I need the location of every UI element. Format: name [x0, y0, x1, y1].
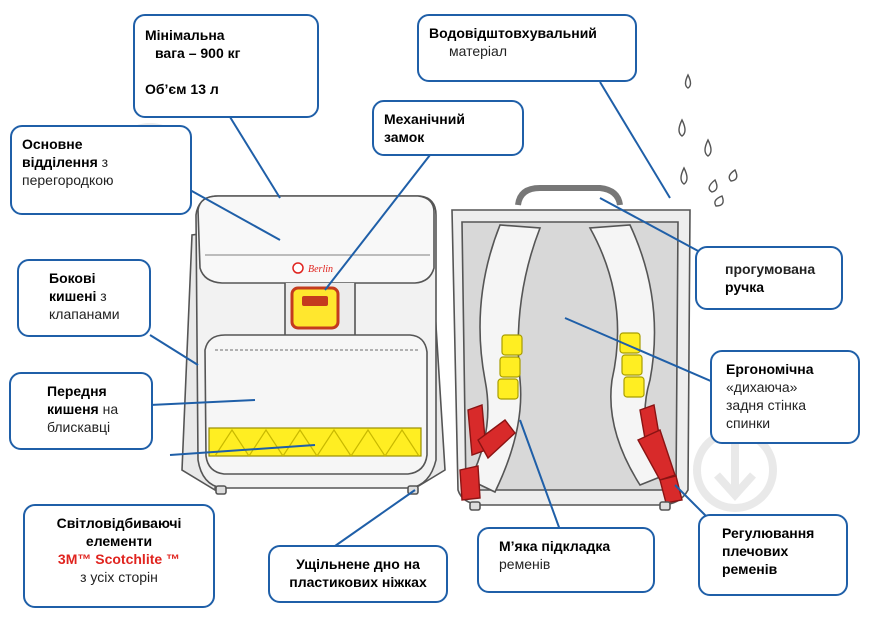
ergo-line3: задня стінка: [726, 397, 807, 413]
side-line1: Бокові: [49, 270, 96, 286]
callout-ergonomic: Ергономічна «дихаюча» задня стінка спинк…: [710, 350, 860, 444]
reflective-line4: з усіх сторін: [80, 569, 158, 585]
callout-strap-adjust: Регулювання плечових ременів: [698, 514, 848, 596]
main-comp-line3: перегородкою: [22, 172, 114, 188]
weight-line2: вага – 900 кг: [155, 45, 241, 61]
handle-line1: прогумована: [725, 261, 816, 277]
mechanical-lock-buckle: [290, 286, 340, 330]
front-line2: кишеня: [47, 401, 99, 417]
back-backpack: [451, 185, 691, 511]
main-comp-tail: з: [97, 154, 109, 170]
callout-mechanical-lock: Механічний замок: [372, 100, 524, 156]
bottom-line1: Ущільнене дно на: [296, 556, 420, 572]
callout-soft-padding: М’яка підкладка ременів: [477, 527, 655, 593]
side-line2: кишені: [49, 288, 97, 304]
callout-handle: прогумована ручка: [695, 246, 843, 310]
callout-main-compartment: Основне відділення з перегородкою: [10, 125, 192, 215]
front-backpack: Berlin: [181, 195, 446, 495]
main-comp-line1: Основне: [22, 136, 83, 152]
bottom-line2: пластикових ніжках: [289, 574, 427, 590]
callout-reflective: Світловідбиваючі елементи 3M™ Scotchlite…: [23, 504, 215, 608]
waterproof-sub: матеріал: [449, 43, 507, 59]
padding-line2: ременів: [499, 556, 551, 572]
front-tail: на: [98, 401, 119, 417]
callout-waterproof: Водовідштовхувальний матеріал: [417, 14, 637, 82]
callout-weight-volume: Мінімальна вага – 900 кг Об’єм 13 л: [133, 14, 319, 118]
callout-bottom: Ущільнене дно на пластикових ніжках: [268, 545, 448, 603]
handle-line2: ручка: [725, 279, 765, 295]
reflective-line2: елементи: [85, 533, 153, 549]
waterproof-title: Водовідштовхувальний: [429, 25, 597, 41]
svg-text:Berlin: Berlin: [308, 264, 333, 275]
water-drops-icon: [678, 73, 738, 207]
strap-line1: Регулювання: [722, 525, 815, 541]
lock-line1: Механічний: [384, 111, 465, 127]
ergo-line1: Ергономічна: [726, 361, 814, 377]
ergo-line2: «дихаюча»: [726, 379, 798, 395]
lock-line2: замок: [384, 129, 425, 145]
reflective-band: [208, 427, 422, 457]
main-comp-line2: відділення: [22, 154, 98, 170]
front-line3: блискавці: [47, 419, 111, 435]
strap-line3: ременів: [722, 561, 778, 577]
callout-front-pocket: Передня кишеня на блискавці: [9, 372, 153, 450]
brand-logo: Berlin: [292, 262, 333, 275]
strap-line2: плечових: [722, 543, 789, 559]
side-tail: з: [96, 288, 107, 304]
reflective-line1: Світловідбиваючі: [56, 515, 182, 531]
ergo-line4: спинки: [726, 415, 771, 431]
side-line3: клапанами: [49, 306, 120, 322]
front-line1: Передня: [47, 383, 107, 399]
padding-line1: М’яка підкладка: [499, 538, 611, 554]
reflective-brand: 3M™ Scotchlite ™: [57, 551, 181, 567]
callout-side-pockets: Бокові кишені з клапанами: [17, 259, 151, 337]
weight-line1: Мінімальна: [145, 27, 225, 43]
volume-line: Об’єм 13 л: [145, 81, 219, 97]
